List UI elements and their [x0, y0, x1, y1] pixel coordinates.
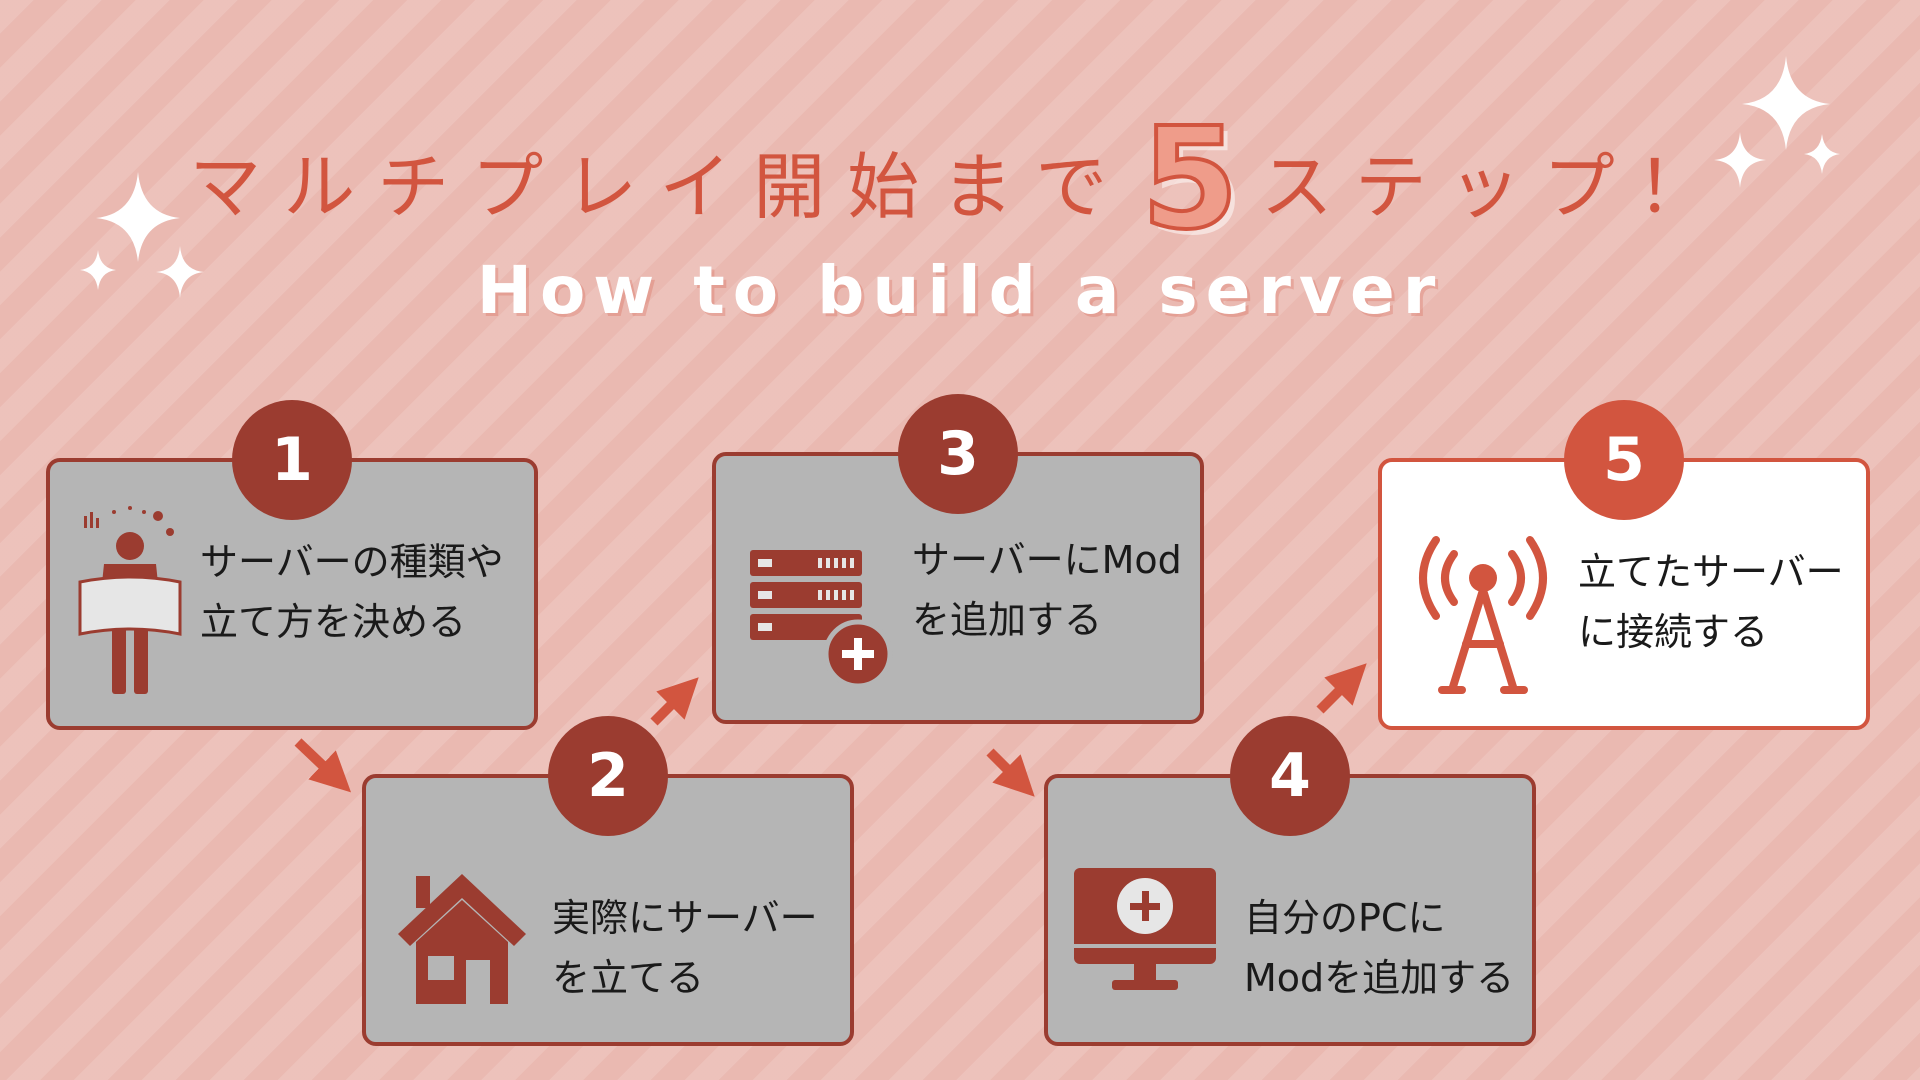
step-number-badge: 3: [898, 394, 1018, 514]
page-title: マルチプレイ開始まで 5 ステップ！: [0, 98, 1920, 261]
sparkle-icon: [1804, 134, 1840, 174]
step-card-4: 4 自分のPCに Modを追加する: [1044, 716, 1536, 1046]
step-text-line: Modを追加する: [1244, 956, 1515, 1000]
arrow-1-to-2: [294, 738, 352, 793]
step-number-badge: 1: [232, 400, 352, 520]
step-card-5: 5 立てたサーバー に接続する: [1378, 400, 1870, 730]
sparkle-icon: [156, 246, 204, 298]
sparkle-icon: [1742, 56, 1830, 150]
sparkle-icon: [1714, 132, 1766, 188]
step-text-line: サーバーの種類や: [200, 540, 504, 584]
sparkle-icon: [96, 172, 180, 262]
title-suffix: ステップ！: [1260, 144, 1731, 229]
sparkle-icon: [80, 250, 116, 290]
step-text-line: 立て方を決める: [200, 600, 467, 644]
step-text-line: に接続する: [1578, 610, 1769, 654]
antenna-tower-icon: [1419, 536, 1547, 694]
step-text-line: を追加する: [912, 598, 1103, 642]
arrow-2-to-3: [650, 677, 699, 726]
step-description: 実際にサーバー を立てる: [552, 888, 818, 1008]
step-number-badge: 2: [548, 716, 668, 836]
arrow-4-to-5: [1316, 663, 1367, 714]
step-card-1: 1 サーバーの種類や 立て方を決める: [46, 400, 538, 730]
monitor-add-icon: [1074, 868, 1216, 990]
step-description: 自分のPCに Modを追加する: [1244, 888, 1514, 1008]
title-number: 5: [1139, 98, 1240, 261]
arrow-3-to-4: [986, 748, 1035, 797]
server-add-icon: [750, 550, 893, 689]
step-text-line: 自分のPCに: [1244, 896, 1446, 940]
step-text-line: 立てたサーバー: [1578, 550, 1844, 594]
step-description: 立てたサーバー に接続する: [1578, 542, 1844, 662]
page-subtitle: How to build a server: [476, 252, 1444, 329]
step-card-3: 3 サーバーにMod を追加する: [712, 394, 1204, 724]
step-description: サーバーにMod を追加する: [912, 530, 1182, 650]
step-number-badge: 4: [1230, 716, 1350, 836]
step-text-line: 実際にサーバー: [552, 896, 818, 940]
step-number-badge: 5: [1564, 400, 1684, 520]
step-description: サーバーの種類や 立て方を決める: [200, 532, 504, 652]
title-prefix: マルチプレイ開始まで: [189, 144, 1130, 229]
house-icon: [398, 874, 526, 1004]
step-card-2: 2 実際にサーバー を立てる: [362, 716, 854, 1046]
step-text-line: サーバーにMod: [912, 538, 1182, 582]
step-text-line: を立てる: [552, 956, 705, 1000]
planner-person-icon: [78, 506, 182, 694]
